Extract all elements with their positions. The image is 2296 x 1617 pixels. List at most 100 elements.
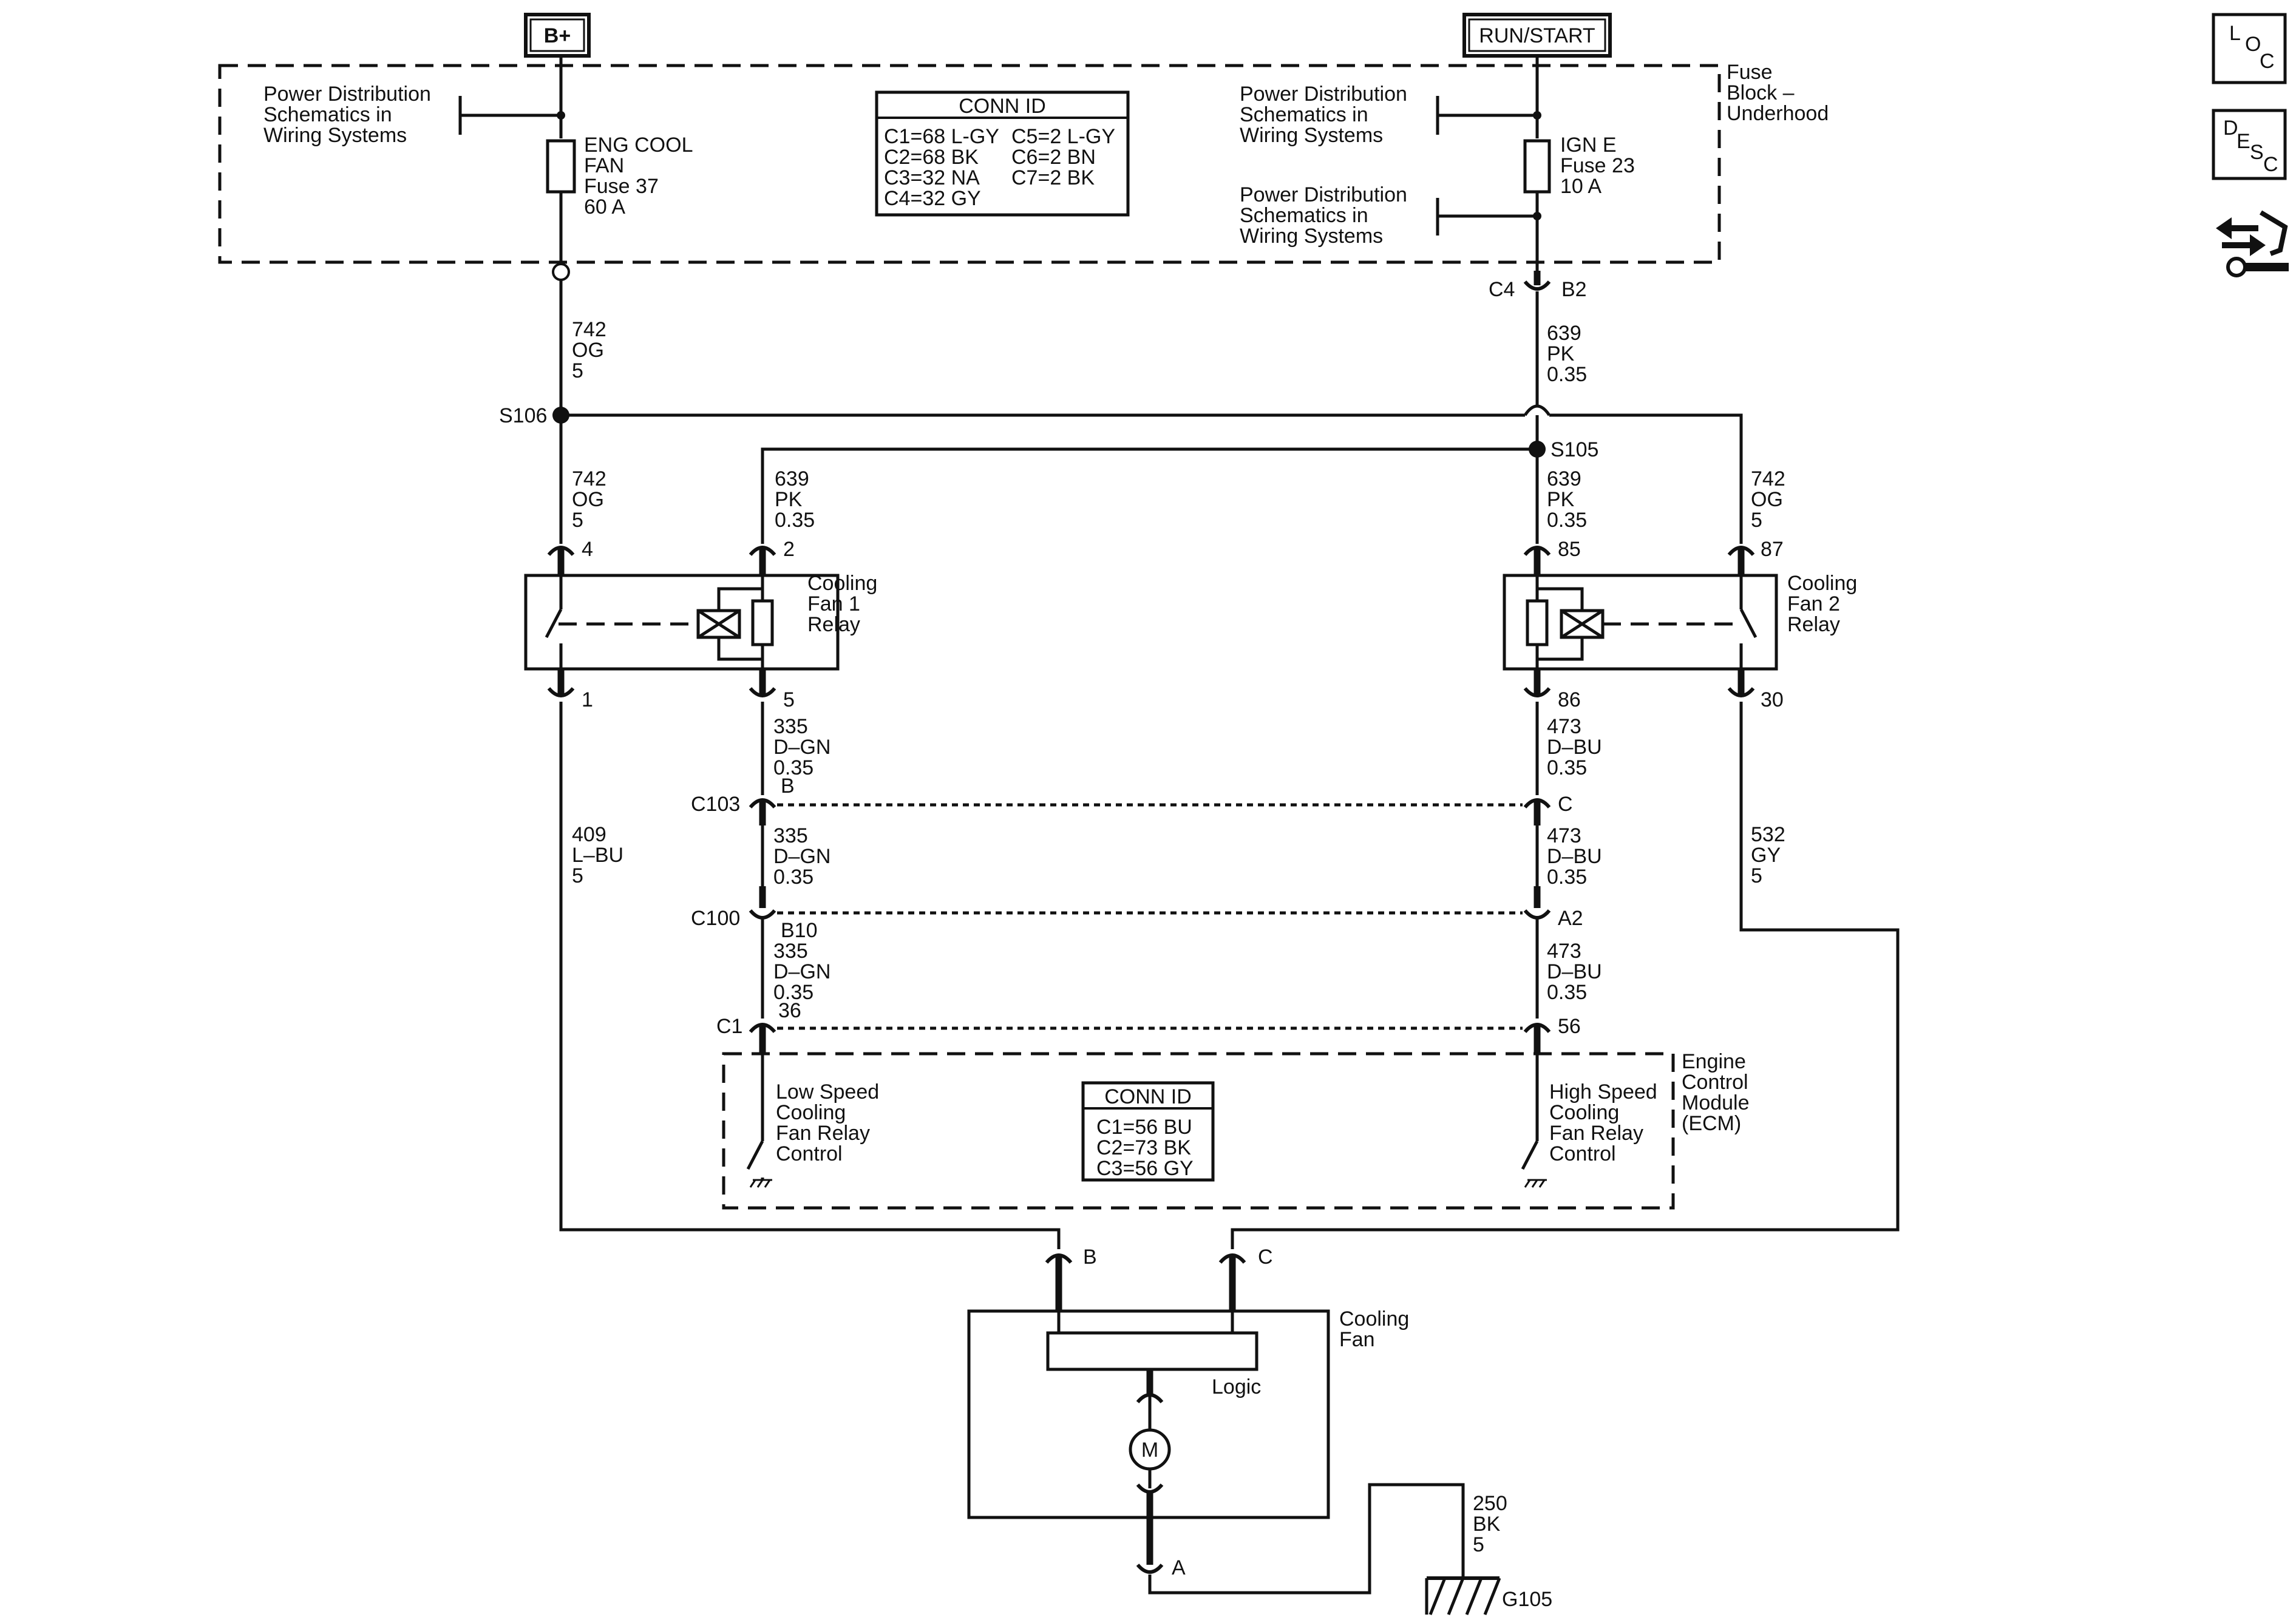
svg-text:Relay: Relay (807, 613, 860, 636)
fuse-37-label: ENG COOL FAN Fuse 37 60 A (584, 134, 693, 219)
svg-text:(ECM): (ECM) (1682, 1112, 1741, 1135)
svg-text:C7=2 BK: C7=2 BK (1011, 166, 1095, 189)
wire-742-top-label: 742 OG 5 (572, 318, 606, 382)
svg-text:Power Distribution: Power Distribution (1240, 83, 1407, 106)
fan-connector-a: A (1136, 1517, 1186, 1579)
svg-text:0.35: 0.35 (1547, 756, 1587, 779)
svg-text:C100: C100 (691, 907, 740, 930)
svg-text:Wiring Systems: Wiring Systems (1240, 124, 1383, 147)
svg-text:C4: C4 (1489, 278, 1515, 301)
c103-connector: C103 B C (691, 775, 1573, 825)
svg-text:E: E (2237, 130, 2250, 153)
wire-409-label: 409 L–BU 5 (572, 823, 623, 887)
ecm-conn-id-table: CONN ID C1=56 BU C2=73 BK C3=56 GY (1081, 1081, 1215, 1182)
loc-button[interactable]: L O C (2212, 13, 2287, 84)
svg-text:85: 85 (1558, 538, 1581, 561)
svg-text:Cooling: Cooling (1787, 572, 1857, 595)
svg-text:L–BU: L–BU (572, 844, 623, 867)
cooling-fan-2-relay: 85 87 86 30 (1503, 538, 1784, 711)
pd-left-label: Power Distribution Schematics in Wiring … (263, 83, 431, 147)
fuse-block-conn-id-table: CONN ID C1=68 L-GY C2=68 BK C3=32 NA C4=… (875, 90, 1130, 217)
svg-text:Low Speed: Low Speed (776, 1080, 879, 1103)
svg-text:0.35: 0.35 (1547, 509, 1587, 532)
svg-text:5: 5 (572, 359, 583, 382)
svg-text:Relay: Relay (1787, 613, 1840, 636)
svg-text:C3=32 NA: C3=32 NA (884, 166, 980, 189)
desc-button[interactable]: D E S C (2212, 109, 2287, 180)
svg-text:335: 335 (773, 715, 808, 738)
svg-text:C2=68 BK: C2=68 BK (884, 146, 979, 169)
svg-text:Wiring Systems: Wiring Systems (263, 124, 407, 147)
wire-335-c-label: 335 D–GN 0.35 (773, 940, 830, 1004)
svg-text:C: C (1558, 793, 1573, 816)
svg-text:RUN/START: RUN/START (1479, 24, 1595, 47)
svg-text:OG: OG (572, 339, 604, 362)
low-speed-control-switch (746, 1054, 772, 1188)
svg-text:Schematics in: Schematics in (1240, 204, 1368, 227)
svg-text:473: 473 (1547, 715, 1581, 738)
pd-right-top-label: Power Distribution Schematics in Wiring … (1240, 83, 1407, 147)
svg-text:Fan Relay: Fan Relay (776, 1122, 870, 1145)
high-speed-control-switch (1521, 1054, 1547, 1188)
svg-text:0.35: 0.35 (1547, 363, 1587, 386)
svg-text:D–BU: D–BU (1547, 960, 1602, 983)
fuse-37-symbol (546, 139, 576, 194)
ecm-label: Engine Control Module (ECM) (1682, 1050, 1750, 1135)
fuse-block-terminal (552, 263, 570, 281)
cooling-fan-1-relay: 4 2 1 5 (524, 538, 840, 711)
fuse-block-boundary (218, 64, 1721, 264)
svg-text:M: M (1141, 1439, 1158, 1462)
svg-text:639: 639 (1547, 467, 1581, 490)
low-speed-label: Low Speed Cooling Fan Relay Control (776, 1080, 879, 1165)
svg-text:335: 335 (773, 824, 808, 847)
svg-text:C: C (2263, 153, 2278, 176)
svg-text:639: 639 (775, 467, 809, 490)
motor-icon: M (1129, 1428, 1171, 1471)
svg-text:Control: Control (1682, 1071, 1748, 1094)
svg-text:Underhood: Underhood (1727, 102, 1829, 125)
svg-text:1: 1 (582, 688, 593, 711)
svg-text:C1=56 BU: C1=56 BU (1096, 1116, 1192, 1139)
svg-text:Fan 2: Fan 2 (1787, 592, 1840, 615)
svg-text:87: 87 (1761, 538, 1784, 561)
wrench-arrows-icon[interactable] (2216, 210, 2289, 277)
svg-text:0.35: 0.35 (773, 866, 813, 889)
svg-text:0.35: 0.35 (1547, 866, 1587, 889)
svg-text:36: 36 (778, 999, 801, 1022)
svg-text:C3=56 GY: C3=56 GY (1096, 1157, 1194, 1180)
svg-text:C5=2 L-GY: C5=2 L-GY (1011, 125, 1115, 148)
wire-639-right-label: 639 PK 0.35 (1547, 467, 1587, 532)
c1-connector: C1 36 56 (716, 999, 1581, 1054)
svg-text:Cooling: Cooling (807, 572, 877, 595)
svg-text:C: C (2260, 50, 2275, 73)
svg-text:A2: A2 (1558, 907, 1583, 930)
svg-text:639: 639 (1547, 322, 1581, 345)
svg-text:Schematics in: Schematics in (263, 103, 392, 126)
svg-text:C4=32 GY: C4=32 GY (884, 187, 981, 210)
svg-text:D: D (2223, 117, 2238, 140)
wire-532-label: 532 GY 5 (1751, 823, 1785, 887)
svg-text:5: 5 (1751, 509, 1762, 532)
logic-module (1046, 1331, 1258, 1371)
svg-text:IGN E: IGN E (1560, 134, 1617, 157)
fan-connector-c: C (1218, 1246, 1273, 1311)
splice-s106-label: S106 (499, 404, 547, 427)
svg-text:Fuse: Fuse (1727, 61, 1773, 84)
svg-text:L: L (2229, 22, 2241, 45)
svg-text:56: 56 (1558, 1015, 1581, 1038)
svg-text:BK: BK (1473, 1513, 1501, 1536)
svg-text:5: 5 (572, 864, 583, 887)
svg-text:B+: B+ (544, 24, 571, 47)
svg-text:O: O (2245, 33, 2261, 56)
svg-text:Cooling: Cooling (776, 1101, 846, 1124)
svg-text:Power Distribution: Power Distribution (263, 83, 431, 106)
svg-text:0.35: 0.35 (773, 756, 813, 779)
svg-text:Fan Relay: Fan Relay (1549, 1122, 1643, 1145)
svg-text:C1=68 L-GY: C1=68 L-GY (884, 125, 999, 148)
svg-text:S: S (2250, 141, 2264, 164)
logic-label: Logic (1212, 1375, 1261, 1398)
wire-473-a-label: 473 D–BU 0.35 (1547, 715, 1602, 779)
svg-text:PK: PK (775, 488, 803, 511)
svg-text:Cooling: Cooling (1339, 1307, 1409, 1331)
